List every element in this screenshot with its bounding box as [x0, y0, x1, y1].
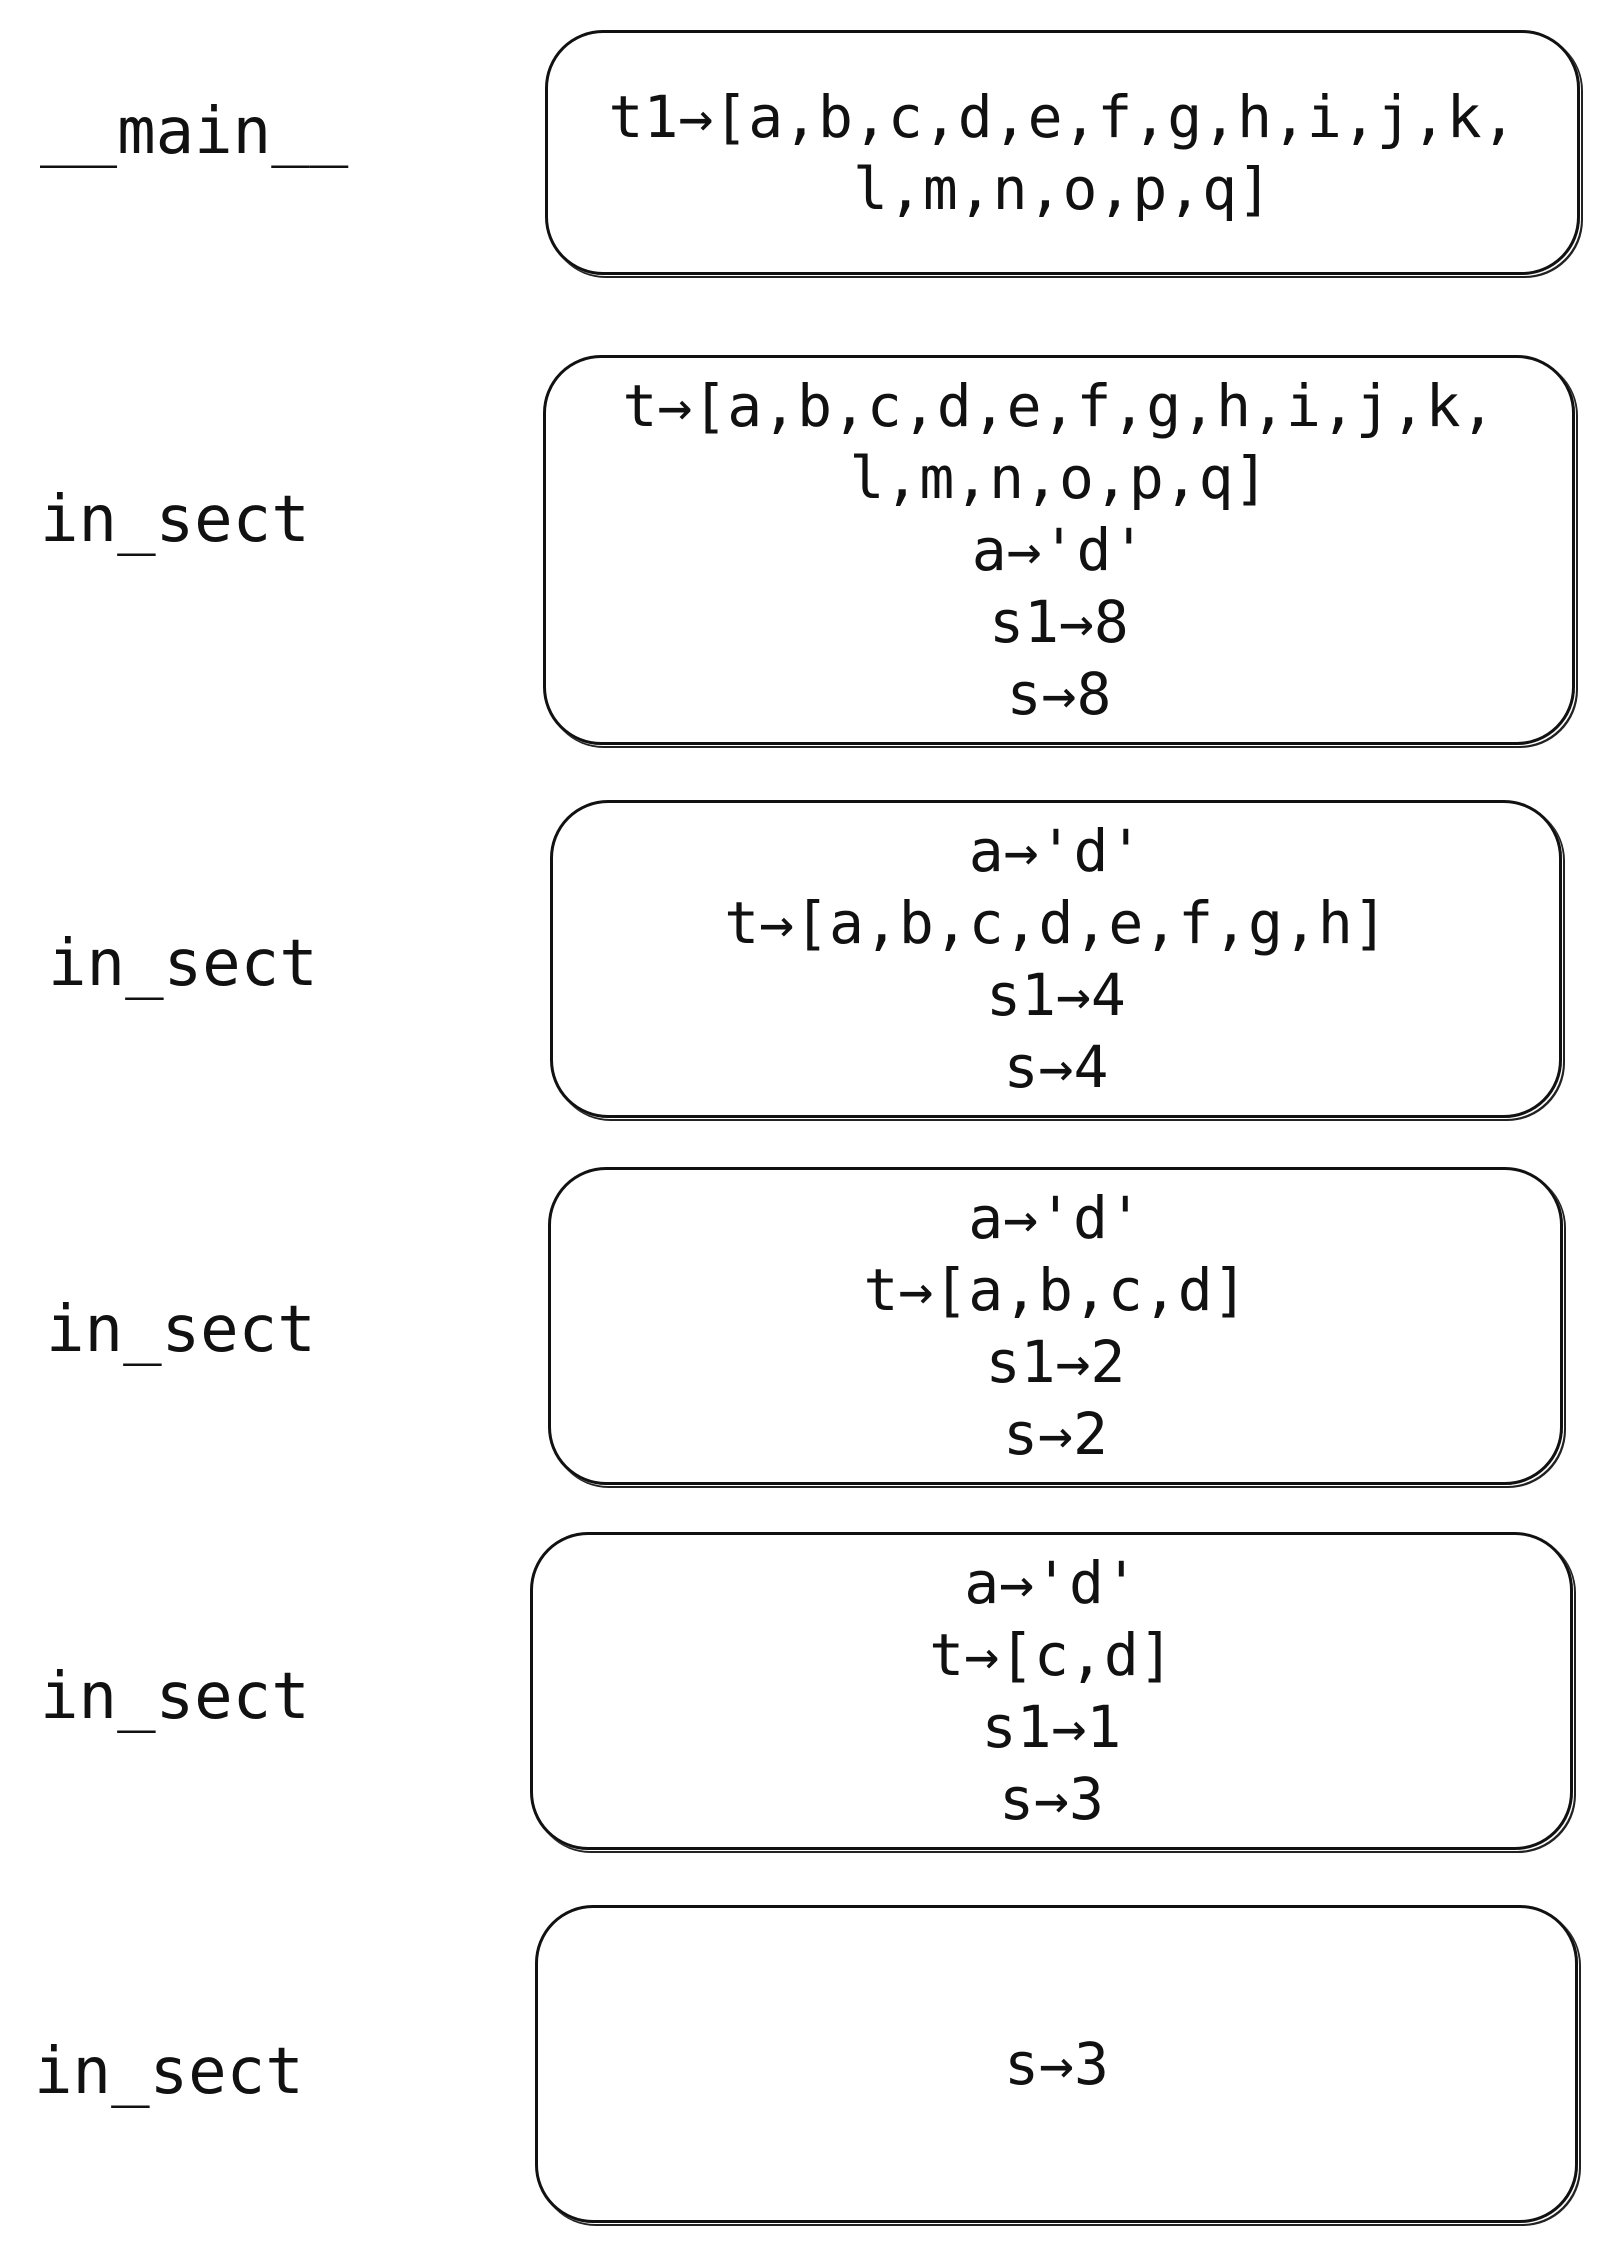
- frame-label-in-sect-1: in_sect: [40, 483, 310, 557]
- frame-box-in-sect-4: a→'d' t→[c,d] s1→1 s→3: [530, 1532, 1573, 1850]
- frame-line: t→[c,d]: [929, 1621, 1174, 1689]
- frame-label-main: __main__: [40, 95, 349, 169]
- frame-line: s1→1: [981, 1693, 1122, 1761]
- frame-box-in-sect-3: a→'d' t→[a,b,c,d] s1→2 s→2: [548, 1167, 1563, 1485]
- frame-line: s→3: [1004, 2030, 1109, 2098]
- frame-line: l,m,n,o,p,q]: [852, 154, 1273, 223]
- frame-line: a→'d': [968, 817, 1144, 885]
- frame-box-main: t1→[a,b,c,d,e,f,g,h,i,j,k, l,m,n,o,p,q]: [545, 30, 1580, 275]
- frame-line: t→[a,b,c,d]: [863, 1256, 1248, 1324]
- frame-label-in-sect-5: in_sect: [34, 2035, 304, 2109]
- frame-box-in-sect-2: a→'d' t→[a,b,c,d,e,f,g,h] s1→4 s→4: [550, 800, 1562, 1118]
- frame-line: s→2: [1003, 1400, 1108, 1468]
- frame-line: s1→8: [989, 588, 1129, 656]
- frame-line: s→4: [1003, 1033, 1109, 1101]
- frame-line: s→3: [999, 1765, 1104, 1833]
- frame-label-in-sect-3: in_sect: [46, 1293, 316, 1367]
- frame-line: s1→4: [986, 961, 1126, 1029]
- frame-label-in-sect-2: in_sect: [48, 927, 318, 1001]
- frame-line: t→[a,b,c,d,e,f,g,h,i,j,k,: [622, 372, 1496, 440]
- frame-box-in-sect-5: s→3: [535, 1905, 1578, 2223]
- frame-line: s→8: [1006, 660, 1112, 728]
- frame-line: a→'d': [964, 1549, 1139, 1617]
- frame-line: s1→2: [985, 1328, 1126, 1396]
- frame-line: a→'d': [968, 1184, 1143, 1252]
- frame-line: l,m,n,o,p,q]: [849, 444, 1269, 512]
- frame-line: a→'d': [971, 516, 1147, 584]
- frame-line: t1→[a,b,c,d,e,f,g,h,i,j,k,: [608, 82, 1517, 151]
- frame-box-in-sect-1: t→[a,b,c,d,e,f,g,h,i,j,k, l,m,n,o,p,q] a…: [543, 355, 1575, 745]
- frame-line: t→[a,b,c,d,e,f,g,h]: [724, 889, 1388, 957]
- frame-label-in-sect-4: in_sect: [40, 1660, 310, 1734]
